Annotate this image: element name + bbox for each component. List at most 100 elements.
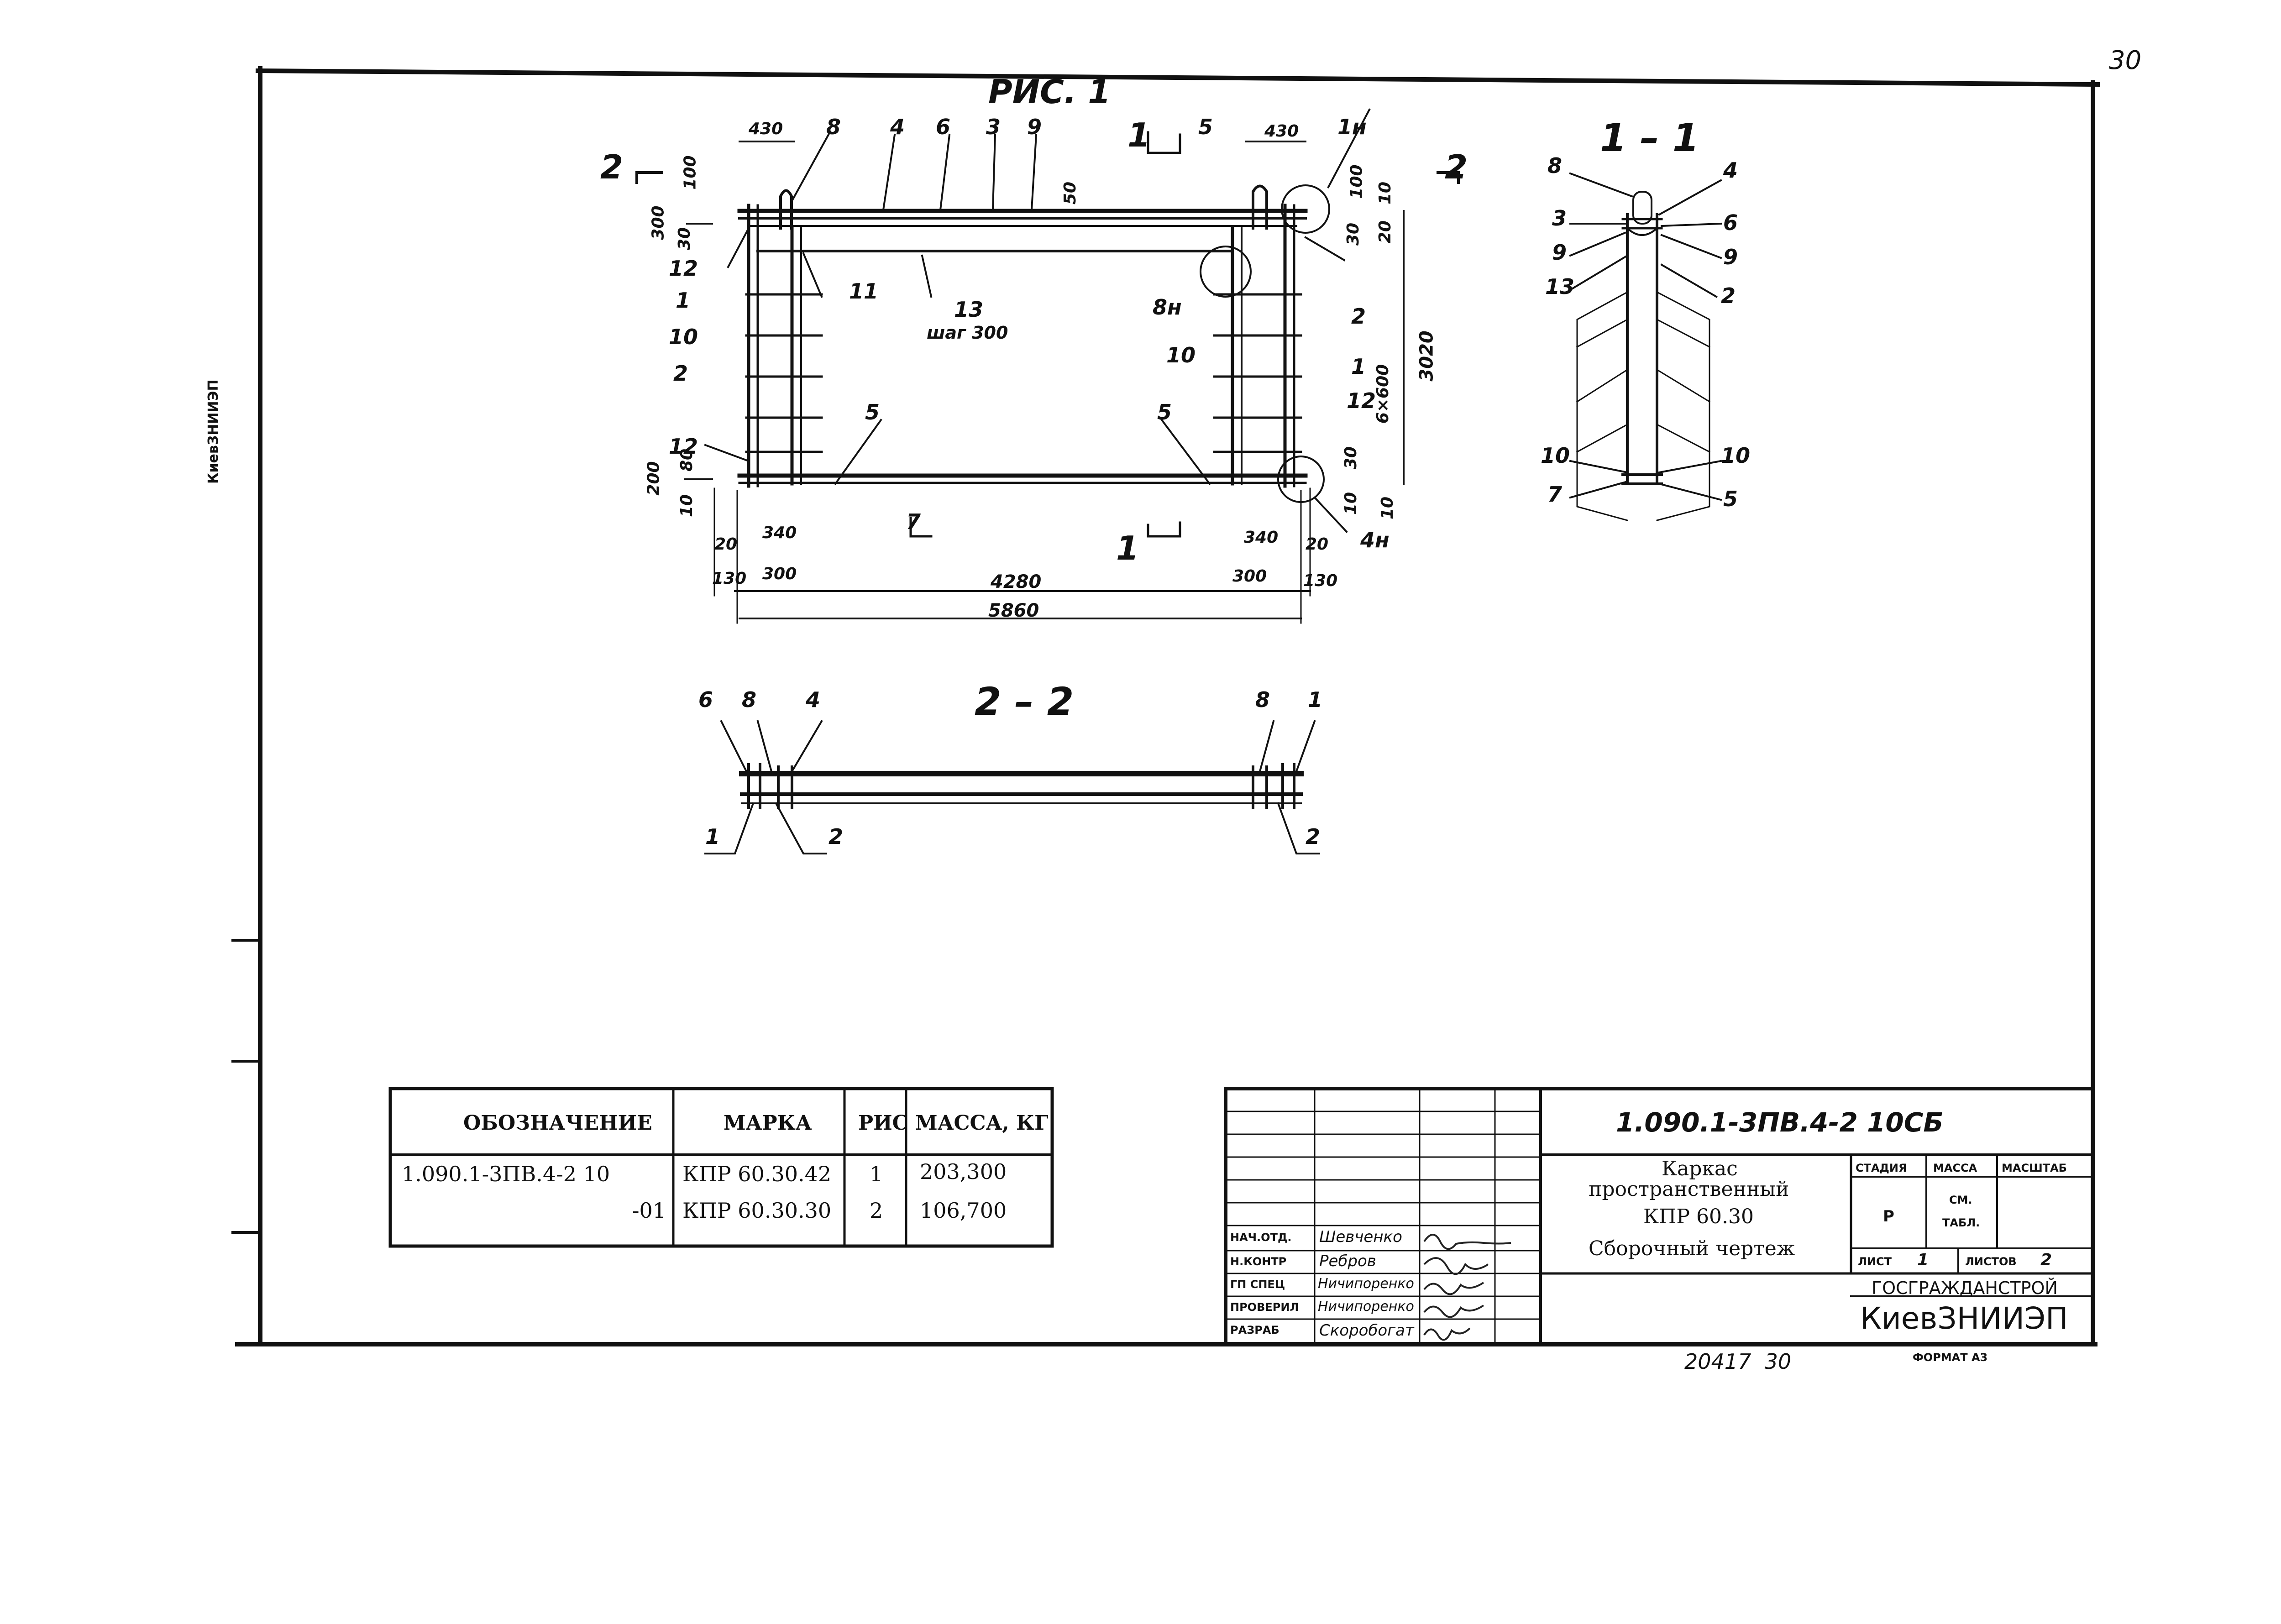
callout: 5 bbox=[865, 400, 880, 424]
dim: 340 bbox=[1244, 528, 1279, 547]
callout: 11 bbox=[849, 279, 879, 304]
dim: 4280 bbox=[991, 571, 1042, 592]
callout: 4 bbox=[890, 115, 905, 139]
title-line-3: КПР 60.30 bbox=[1643, 1205, 1754, 1228]
callout: 12 bbox=[669, 434, 698, 459]
callout: 8н bbox=[1153, 295, 1182, 320]
spec-cell: 2 bbox=[870, 1198, 883, 1223]
dim: 50 bbox=[1061, 181, 1080, 205]
section11-callout: 13 bbox=[1545, 274, 1575, 299]
sheets-label: ЛИСТОВ bbox=[1965, 1255, 2017, 1268]
dim: 130 bbox=[1303, 571, 1338, 590]
spec-header-mark: МАРКА bbox=[724, 1111, 812, 1135]
section11-callout: 5 bbox=[1723, 487, 1738, 511]
frame-top bbox=[255, 68, 2100, 87]
section-1-1-title: 1 – 1 bbox=[1600, 115, 1699, 160]
stage-label: СТАДИЯ bbox=[1856, 1162, 1907, 1174]
spec-cell: 1.090.1-3ПВ.4-2 10 bbox=[402, 1162, 610, 1186]
inventory-number: 20417 30 bbox=[1684, 1349, 1792, 1374]
section11-callout: 3 bbox=[1552, 206, 1567, 231]
stage-value: Р bbox=[1883, 1207, 1894, 1226]
section22-callout: 2 bbox=[829, 824, 844, 849]
callout: 13 bbox=[954, 297, 984, 322]
role-label: Н.КОНТР bbox=[1230, 1255, 1287, 1268]
dim: 430 bbox=[749, 120, 783, 138]
callout: 6 bbox=[936, 115, 951, 139]
dim: 340 bbox=[762, 524, 797, 542]
dim: 10 bbox=[677, 494, 697, 518]
callout: шаг 300 bbox=[927, 323, 1008, 343]
section11-callout: 6 bbox=[1723, 210, 1738, 235]
drawing-code: 1.090.1-3ПВ.4-2 10СБ bbox=[1616, 1107, 1944, 1138]
sheet-label: ЛИСТ bbox=[1858, 1255, 1892, 1268]
section22-callout: 6 bbox=[698, 687, 713, 712]
callout: 1 bbox=[1351, 354, 1366, 379]
role-name: Скоробогат bbox=[1319, 1321, 1414, 1340]
callout: 1 bbox=[676, 288, 691, 313]
callout: 3 bbox=[986, 115, 1001, 139]
spec-cell: 203,300 bbox=[920, 1159, 1007, 1184]
dim: 20 bbox=[714, 535, 738, 554]
sheet-value: 1 bbox=[1917, 1251, 1929, 1269]
section22-callout: 2 bbox=[1306, 824, 1321, 849]
dim: 5860 bbox=[988, 600, 1039, 621]
dim: 100 bbox=[1347, 164, 1366, 199]
title-line-1: Каркас bbox=[1662, 1157, 1738, 1180]
spec-cell: -01 bbox=[632, 1198, 666, 1223]
section22-callout: 4 bbox=[806, 687, 821, 712]
role-name: Ничипоренко bbox=[1318, 1276, 1414, 1292]
spec-header-designation: ОБОЗНАЧЕНИЕ bbox=[463, 1111, 652, 1135]
section11-callout: 9 bbox=[1723, 245, 1738, 269]
section11-callout: 9 bbox=[1552, 240, 1567, 265]
org-logo: КиевЗНИИЭП bbox=[1860, 1301, 2068, 1336]
callout: 10 bbox=[669, 325, 698, 349]
format-label: ФОРМАТ А3 bbox=[1913, 1351, 1988, 1364]
callout: 2 bbox=[1351, 304, 1366, 329]
dim: 30 bbox=[1344, 222, 1363, 246]
role-label: ПРОВЕРИЛ bbox=[1230, 1301, 1299, 1314]
spec-cell: КПР 60.30.30 bbox=[682, 1198, 832, 1223]
cut-mark-bottom-1: 1 bbox=[1116, 529, 1139, 567]
cut-mark-top-1: 1 bbox=[1127, 116, 1151, 154]
section11-callout: 10 bbox=[1541, 443, 1570, 468]
section11-callout: 10 bbox=[1721, 443, 1751, 468]
dim: 6×600 bbox=[1374, 364, 1393, 424]
section22-callout: 1 bbox=[705, 824, 720, 849]
dim: 10 bbox=[1376, 181, 1395, 205]
callout: 5 bbox=[1198, 115, 1213, 139]
dim: 3020 bbox=[1416, 330, 1437, 382]
dim: 200 bbox=[644, 461, 663, 496]
title-line-4: Сборочный чертеж bbox=[1589, 1237, 1795, 1260]
callout: 2 bbox=[673, 361, 688, 386]
spec-cell: 106,700 bbox=[920, 1198, 1007, 1223]
dim: 30 bbox=[1342, 446, 1361, 470]
sheets-value: 2 bbox=[2040, 1251, 2052, 1269]
section11-callout: 2 bbox=[1721, 283, 1736, 308]
callout: 5 bbox=[1157, 400, 1172, 424]
callout: 10 bbox=[1166, 343, 1196, 367]
spec-header-fig: РИС bbox=[858, 1111, 908, 1135]
role-label: ГП СПЕЦ bbox=[1230, 1278, 1285, 1291]
page-number: 30 bbox=[2109, 46, 2142, 75]
section22-callout: 8 bbox=[1255, 687, 1270, 712]
figure-title: РИС. 1 bbox=[988, 73, 1111, 111]
role-name: Ребров bbox=[1319, 1252, 1376, 1270]
dim: 20 bbox=[1306, 535, 1329, 554]
org-line-1: ГОСГРАЖДАНСТРОЙ bbox=[1872, 1278, 2058, 1298]
callout: 4н bbox=[1360, 528, 1390, 552]
section22-callout: 8 bbox=[742, 687, 757, 712]
dim: 10 bbox=[1342, 492, 1361, 515]
spec-cell: КПР 60.30.42 bbox=[682, 1162, 832, 1186]
callout: 12 bbox=[669, 256, 698, 281]
callout: 7 bbox=[906, 509, 921, 534]
dim: 30 bbox=[675, 227, 694, 251]
dim: 20 bbox=[1376, 220, 1395, 244]
section22-callout: 1 bbox=[1308, 687, 1323, 712]
role-name: Шевченко bbox=[1319, 1228, 1402, 1246]
role-label: НАЧ.ОТД. bbox=[1230, 1231, 1292, 1244]
section11-callout: 4 bbox=[1723, 158, 1738, 183]
role-label: РАЗРАБ bbox=[1230, 1324, 1279, 1336]
mass-label: МАССА bbox=[1933, 1162, 1977, 1174]
dim: 100 bbox=[681, 155, 700, 190]
